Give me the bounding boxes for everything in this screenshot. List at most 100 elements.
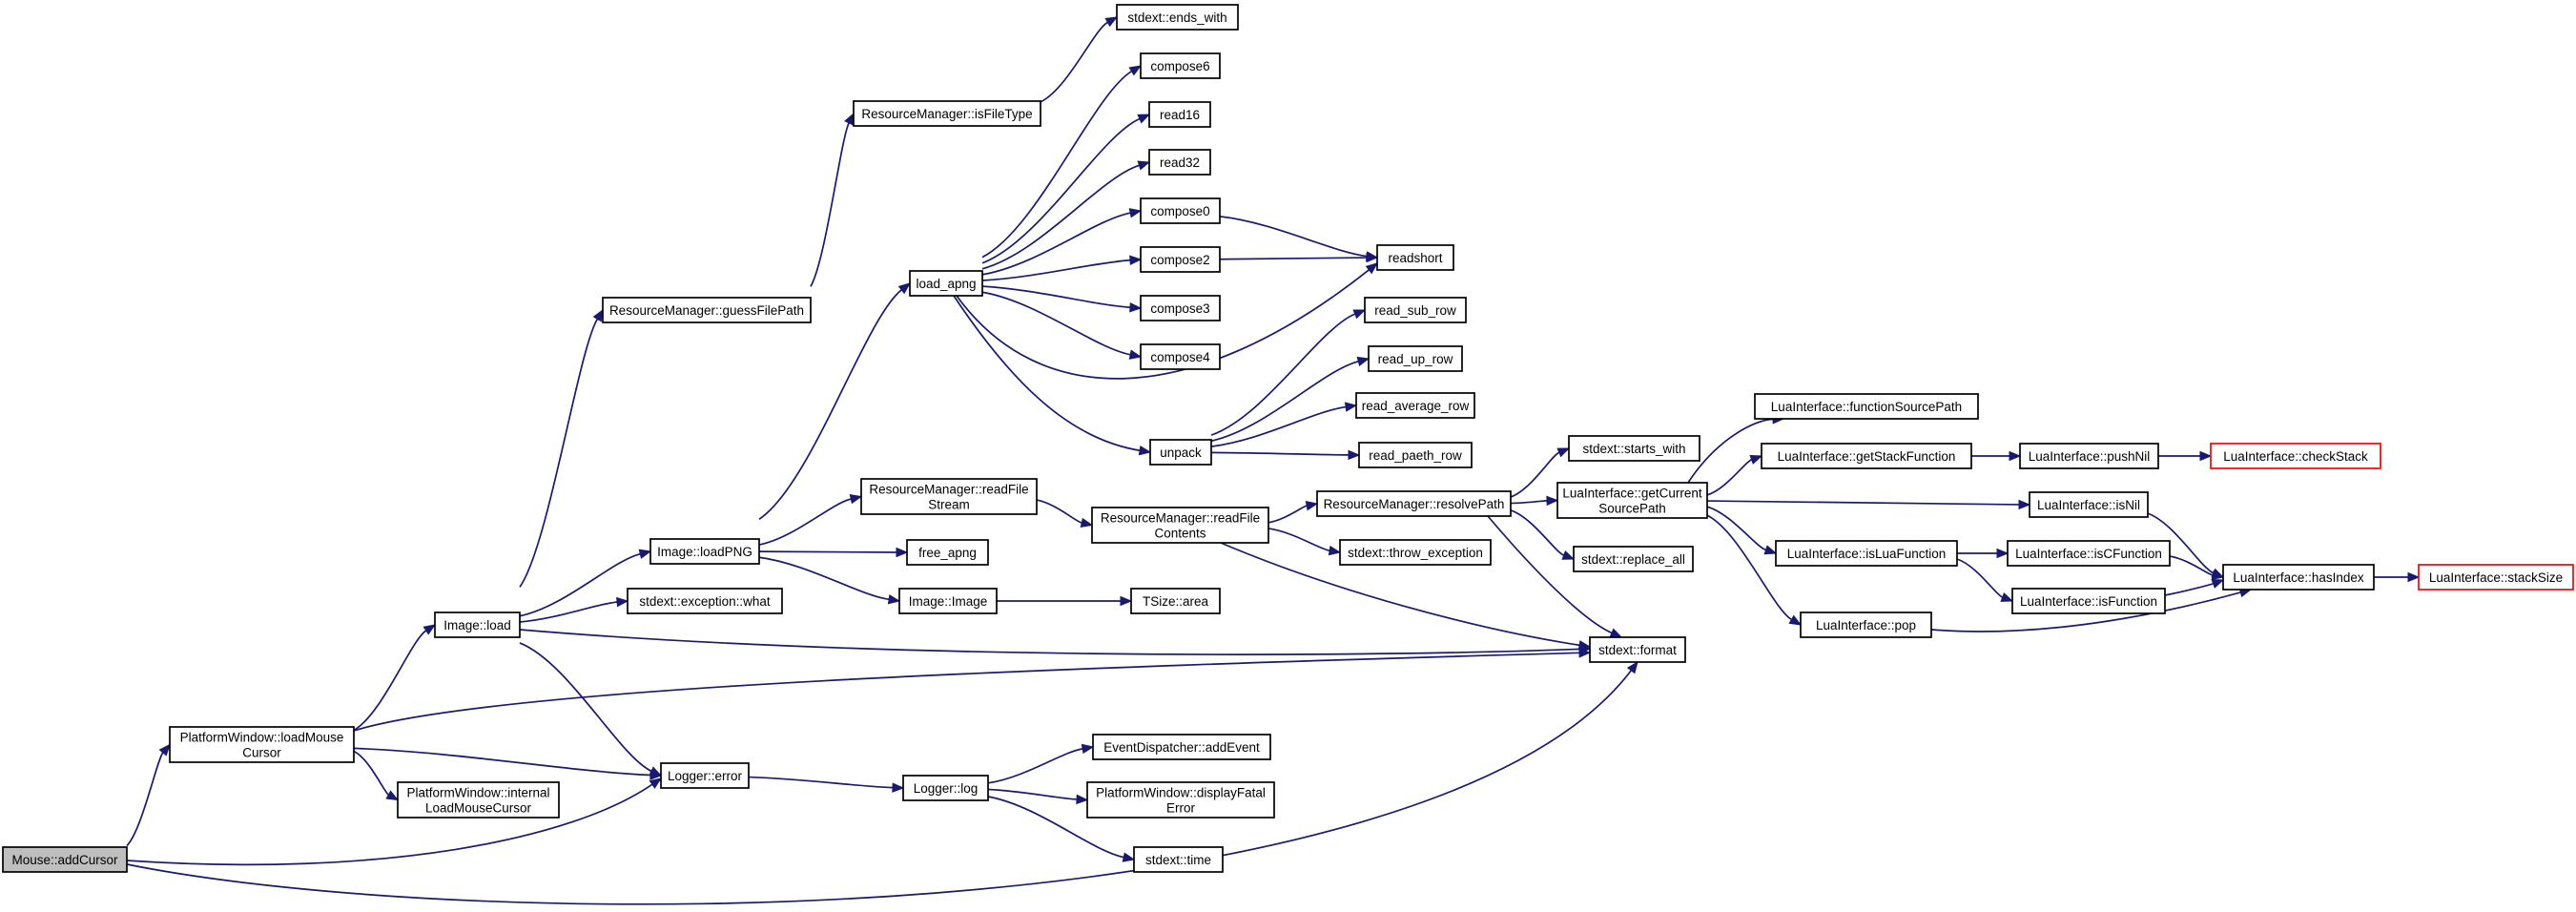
node-label: Image::loadPNG	[657, 545, 752, 559]
node-box	[2222, 564, 2375, 591]
node-compose3[interactable]: compose3	[1140, 295, 1221, 321]
node-compose0[interactable]: compose0	[1140, 197, 1221, 224]
node-tsizeArea[interactable]: TSize::area	[1130, 588, 1221, 614]
node-checkStack[interactable]: LuaInterface::checkStack	[2210, 443, 2381, 469]
node-time[interactable]: stdext::time	[1133, 846, 1224, 873]
node-label: compose3	[1150, 301, 1209, 316]
node-isCFunction[interactable]: LuaInterface::isCFunction	[2007, 540, 2171, 567]
node-freeApng[interactable]: free_apng	[906, 539, 989, 566]
node-pop[interactable]: LuaInterface::pop	[1800, 611, 1932, 638]
node-addEvent[interactable]: EventDispatcher::addEvent	[1092, 734, 1271, 760]
node-isLuaFunction[interactable]: LuaInterface::isLuaFunction	[1775, 540, 1958, 567]
node-readshort[interactable]: readshort	[1376, 244, 1454, 271]
node-imageImage[interactable]: Image::Image	[898, 588, 998, 614]
node-getStackFunction[interactable]: LuaInterface::getStackFunction	[1761, 443, 1972, 469]
edge-loadPNG-to-loadApng	[758, 282, 912, 520]
node-label: PlatformWindow::internal	[406, 786, 549, 800]
node-unpack[interactable]: unpack	[1149, 439, 1212, 466]
node-label: LuaInterface::functionSourcePath	[1771, 400, 1962, 414]
node-hasIndex[interactable]: LuaInterface::hasIndex	[2222, 564, 2375, 591]
node-exceptionWhat[interactable]: stdext::exception::what	[627, 588, 783, 614]
node-compose6[interactable]: compose6	[1140, 52, 1221, 79]
node-label: LuaInterface::checkStack	[2223, 449, 2368, 464]
node-isFunction[interactable]: LuaInterface::isFunction	[2011, 588, 2166, 614]
edge-line	[981, 291, 1131, 356]
edge-line	[758, 498, 852, 546]
node-box	[1148, 149, 1211, 176]
edge-line	[519, 552, 641, 617]
node-compose2[interactable]: compose2	[1140, 246, 1221, 273]
node-label: read32	[1160, 155, 1200, 170]
node-box	[169, 726, 355, 763]
node-read16[interactable]: read16	[1148, 101, 1211, 128]
node-loggerLog[interactable]: Logger::log	[902, 775, 989, 801]
node-startsWith[interactable]: stdext::starts_with	[1568, 435, 1700, 462]
edge-readFileStream-to-readFileContents	[1036, 499, 1094, 529]
node-label: Logger::log	[914, 781, 979, 796]
edge-unpack-to-readPaethRow	[1210, 449, 1361, 461]
arrowhead	[1352, 309, 1367, 320]
node-readUpRow[interactable]: read_up_row	[1368, 345, 1463, 372]
node-readPaethRow[interactable]: read_paeth_row	[1358, 442, 1473, 468]
node-resolvePath[interactable]: ResourceManager::resolvePath	[1316, 490, 1512, 517]
node-label: LuaInterface::hasIndex	[2233, 570, 2364, 585]
node-label: stdext::ends_with	[1127, 10, 1226, 25]
edge-line	[2169, 555, 2214, 576]
node-readSubRow[interactable]: read_sub_row	[1364, 297, 1467, 323]
edge-line	[353, 652, 1580, 732]
arrowhead	[649, 766, 663, 777]
node-box	[1130, 588, 1221, 614]
node-format[interactable]: stdext::format	[1589, 636, 1686, 663]
node-label: PlatformWindow::displayFatal	[1096, 786, 1266, 800]
edge-line	[1210, 451, 1350, 456]
edge-unpack-to-readSubRow	[1210, 309, 1367, 436]
node-isNil[interactable]: LuaInterface::isNil	[2029, 491, 2149, 518]
node-functionSourcePath[interactable]: LuaInterface::functionSourcePath	[1754, 393, 1979, 420]
edge-resolvePath-to-startsWith	[1510, 447, 1571, 498]
edge-line	[1219, 216, 1368, 258]
node-loadPNG[interactable]: Image::loadPNG	[649, 538, 760, 565]
node-box	[909, 270, 983, 297]
edge-loadApng-to-read16	[981, 114, 1151, 264]
node-readAverageRow[interactable]: read_average_row	[1355, 392, 1475, 419]
edge-line	[758, 289, 902, 520]
node-box	[906, 539, 989, 566]
node-throwException[interactable]: stdext::throw_exception	[1339, 539, 1492, 566]
edge-loadMouseCursor-to-format	[353, 648, 1592, 732]
arrowhead	[2199, 450, 2213, 462]
edge-line	[956, 269, 1370, 380]
node-label: unpack	[1160, 446, 1202, 460]
node-isFileType[interactable]: ResourceManager::isFileType	[853, 100, 1041, 127]
node-guessFilePath[interactable]: ResourceManager::guessFilePath	[602, 297, 812, 323]
node-label: LuaInterface::isFunction	[2020, 594, 2157, 609]
node-compose4[interactable]: compose4	[1140, 343, 1221, 370]
node-stackSize[interactable]: LuaInterface::stackSize	[2418, 564, 2574, 591]
node-addCursor[interactable]: Mouse::addCursor	[2, 846, 128, 873]
node-loadApng[interactable]: load_apng	[909, 270, 983, 297]
arrowhead	[1128, 208, 1143, 218]
node-box	[1368, 345, 1463, 372]
edge-resolvePath-to-replaceAll	[1510, 509, 1576, 560]
node-label: Error	[1166, 801, 1196, 816]
node-label: stdext::starts_with	[1582, 442, 1685, 456]
node-label: Image::Image	[909, 594, 988, 609]
node-pushNil[interactable]: LuaInterface::pushNil	[2019, 443, 2159, 469]
node-loggerError[interactable]: Logger::error	[660, 762, 750, 789]
node-box	[1086, 781, 1275, 819]
arrowhead	[2018, 499, 2031, 510]
node-endsWith[interactable]: stdext::ends_with	[1116, 4, 1239, 31]
node-label: ResourceManager::readFile	[1101, 511, 1260, 526]
edge-imageLoad-to-loadPNG	[519, 549, 652, 617]
arrowhead	[887, 594, 901, 605]
node-label: ResourceManager::isFileType	[861, 107, 1032, 121]
node-label: LuaInterface::isLuaFunction	[1787, 547, 1947, 561]
node-replaceAll[interactable]: stdext::replace_all	[1573, 546, 1694, 572]
node-imageLoad[interactable]: Image::load	[434, 611, 521, 638]
node-read32[interactable]: read32	[1148, 149, 1211, 176]
